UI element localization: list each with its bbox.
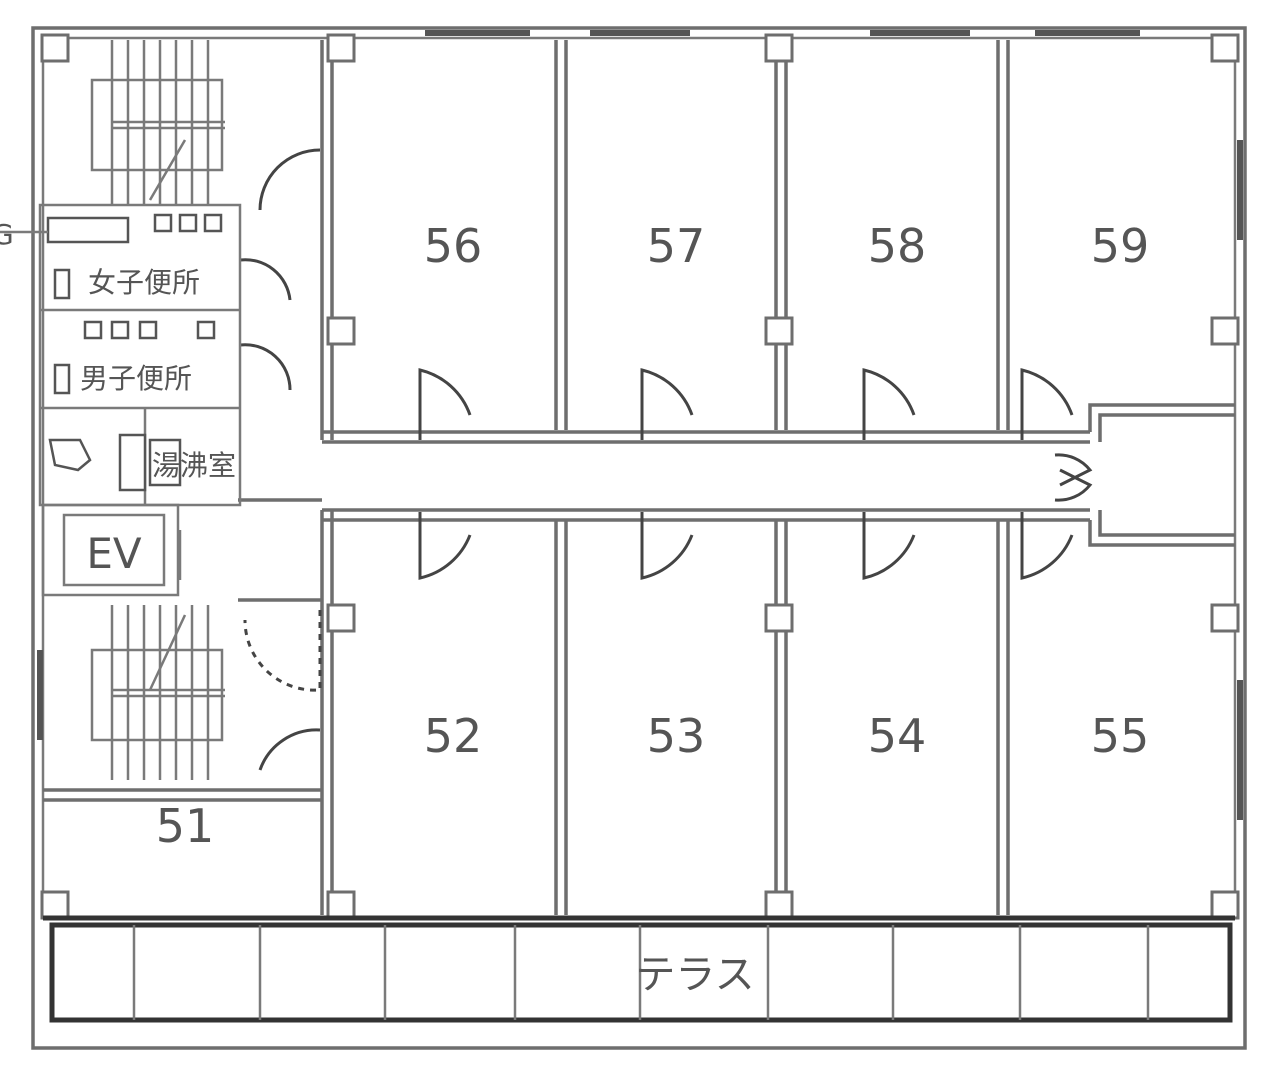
edge-marker: G bbox=[0, 218, 14, 251]
janitor-room-label: 湯沸室 bbox=[152, 449, 236, 482]
doors bbox=[239, 148, 1093, 771]
womens-restroom-label: 女子便所 bbox=[88, 266, 200, 299]
elevator-shaft bbox=[41, 503, 182, 597]
room-53-label: 53 bbox=[647, 709, 706, 763]
elevator-label: EV bbox=[86, 529, 142, 578]
room-51-label: 51 bbox=[156, 799, 215, 853]
room-58-label: 58 bbox=[868, 219, 927, 273]
room-labels: 56 57 58 59 52 53 54 55 51 bbox=[156, 219, 1150, 853]
mens-restroom-label: 男子便所 bbox=[80, 362, 192, 395]
room-52-label: 52 bbox=[424, 709, 483, 763]
room-56-label: 56 bbox=[424, 219, 483, 273]
restroom-block bbox=[0, 203, 242, 507]
terrace bbox=[43, 915, 1235, 1023]
terrace-label: テラス bbox=[635, 952, 754, 998]
upper-staircase bbox=[90, 40, 225, 205]
room-59-label: 59 bbox=[1091, 219, 1150, 273]
room-57-label: 57 bbox=[647, 219, 706, 273]
top-windows bbox=[37, 30, 1243, 820]
lower-staircase bbox=[90, 605, 225, 780]
columns bbox=[40, 33, 1240, 920]
facility-labels: 女子便所 男子便所 湯沸室 EV テラス G bbox=[0, 218, 755, 998]
room-55-label: 55 bbox=[1091, 709, 1150, 763]
room-walls bbox=[43, 40, 1235, 915]
room-54-label: 54 bbox=[868, 709, 927, 763]
outer-walls bbox=[31, 26, 1247, 1050]
